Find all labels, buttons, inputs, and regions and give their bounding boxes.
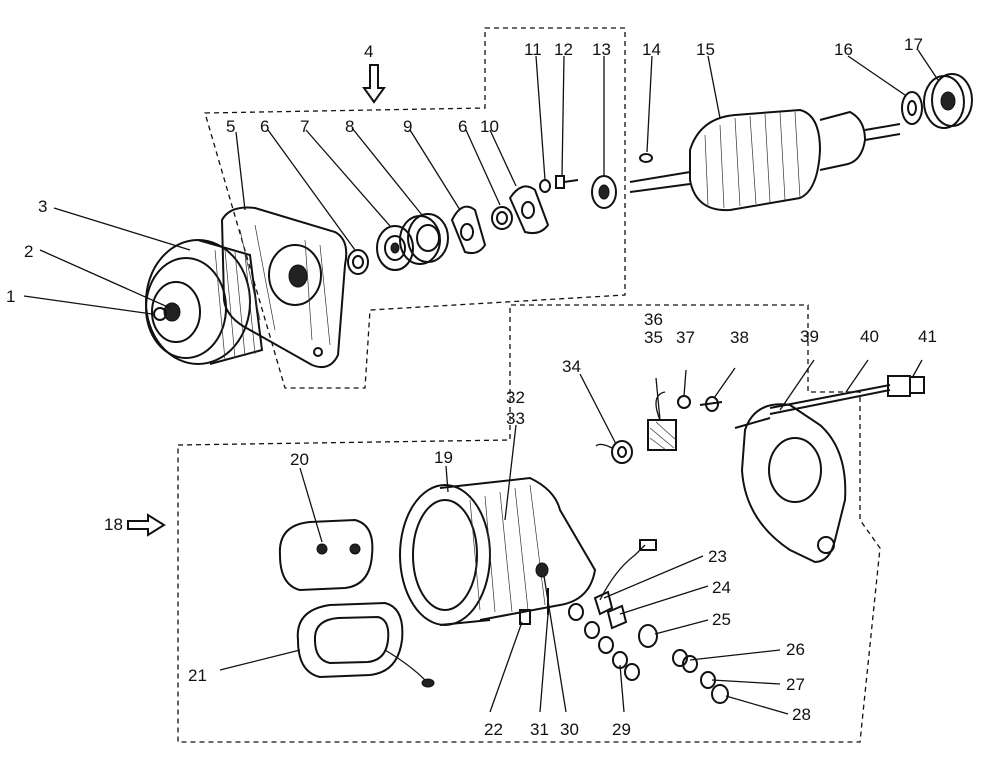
callout-26: 26 bbox=[786, 640, 805, 659]
bearing-17 bbox=[923, 73, 973, 129]
nut-28 bbox=[711, 684, 729, 704]
callout-19: 19 bbox=[434, 448, 453, 467]
callout-6b: 6 bbox=[458, 117, 467, 136]
callout-38: 38 bbox=[730, 328, 749, 347]
washer-6b bbox=[491, 206, 513, 230]
bearing-13 bbox=[591, 175, 617, 209]
plate-9 bbox=[450, 205, 487, 255]
brush-35 bbox=[647, 391, 677, 451]
callout-5: 5 bbox=[226, 117, 235, 136]
callout-28: 28 bbox=[792, 705, 811, 724]
callout-21: 21 bbox=[188, 666, 207, 685]
callout-9: 9 bbox=[403, 117, 412, 136]
callout-7: 7 bbox=[300, 117, 309, 136]
callout-37: 37 bbox=[676, 328, 695, 347]
callout-15: 15 bbox=[696, 40, 715, 59]
callout-31: 31 bbox=[530, 720, 549, 739]
callout-20: 20 bbox=[290, 450, 309, 469]
washers-29 bbox=[568, 603, 640, 681]
screw-38 bbox=[699, 396, 723, 412]
callout-12: 12 bbox=[554, 40, 573, 59]
callout-6a: 6 bbox=[260, 117, 269, 136]
callout-22: 22 bbox=[484, 720, 503, 739]
callout-10: 10 bbox=[480, 117, 499, 136]
callout-36: 36 bbox=[644, 310, 663, 329]
bolt-25 bbox=[638, 624, 658, 648]
callout-4: 4 bbox=[364, 42, 373, 61]
callout-3: 3 bbox=[38, 197, 47, 216]
callout-1: 1 bbox=[6, 287, 15, 306]
bearing-7 bbox=[376, 225, 414, 271]
callout-16: 16 bbox=[834, 40, 853, 59]
washer-11 bbox=[539, 179, 551, 193]
through-bolt-40 bbox=[769, 384, 891, 415]
callout-41: 41 bbox=[918, 327, 937, 346]
leader-lines bbox=[23, 49, 939, 715]
lead-wire bbox=[599, 539, 657, 601]
bolt-head-41 bbox=[887, 375, 925, 397]
screw-22 bbox=[519, 609, 531, 625]
callout-8: 8 bbox=[345, 117, 354, 136]
brush-spring-34 bbox=[595, 440, 633, 464]
washer-6a bbox=[347, 249, 369, 275]
drive-end-bracket bbox=[220, 206, 348, 368]
callout-27: 27 bbox=[786, 675, 805, 694]
callout-labels: 1 2 3 4 5 6 6 7 8 9 10 11 12 13 14 15 16… bbox=[6, 35, 937, 739]
callout-39: 39 bbox=[800, 327, 819, 346]
callout-30: 30 bbox=[560, 720, 579, 739]
callout-29: 29 bbox=[612, 720, 631, 739]
callout-24: 24 bbox=[712, 578, 731, 597]
callout-2: 2 bbox=[24, 242, 33, 261]
yoke-housing bbox=[399, 476, 597, 626]
terminal-24 bbox=[606, 604, 628, 630]
callout-14: 14 bbox=[642, 40, 661, 59]
callout-32: 32 bbox=[506, 388, 525, 407]
plate-10 bbox=[508, 185, 550, 235]
field-coil-21 bbox=[296, 601, 435, 688]
callout-40: 40 bbox=[860, 327, 879, 346]
callout-25: 25 bbox=[712, 610, 731, 629]
arrow-4 bbox=[362, 64, 386, 104]
callout-17: 17 bbox=[904, 35, 923, 54]
washer-16 bbox=[901, 91, 923, 125]
callout-23: 23 bbox=[708, 547, 727, 566]
bearing-8 bbox=[399, 213, 449, 265]
washers-26 bbox=[672, 649, 698, 673]
pulley-fan bbox=[145, 239, 264, 365]
key-14 bbox=[639, 153, 653, 163]
group-boundary-4 bbox=[204, 27, 626, 389]
terminal-30 bbox=[535, 562, 549, 578]
arrow-18 bbox=[127, 513, 166, 537]
pole-shoe-20 bbox=[278, 518, 374, 592]
callout-34: 34 bbox=[562, 357, 581, 376]
callout-13: 13 bbox=[592, 40, 611, 59]
washer-37 bbox=[677, 395, 691, 409]
group-boundary-18 bbox=[177, 304, 881, 743]
callout-11: 11 bbox=[524, 40, 542, 59]
armature bbox=[629, 108, 901, 212]
commutator-end-bracket bbox=[734, 403, 847, 564]
callout-33: 33 bbox=[506, 409, 525, 428]
callout-18: 18 bbox=[104, 515, 123, 534]
screw-12 bbox=[555, 175, 579, 189]
callout-35: 35 bbox=[644, 328, 663, 347]
